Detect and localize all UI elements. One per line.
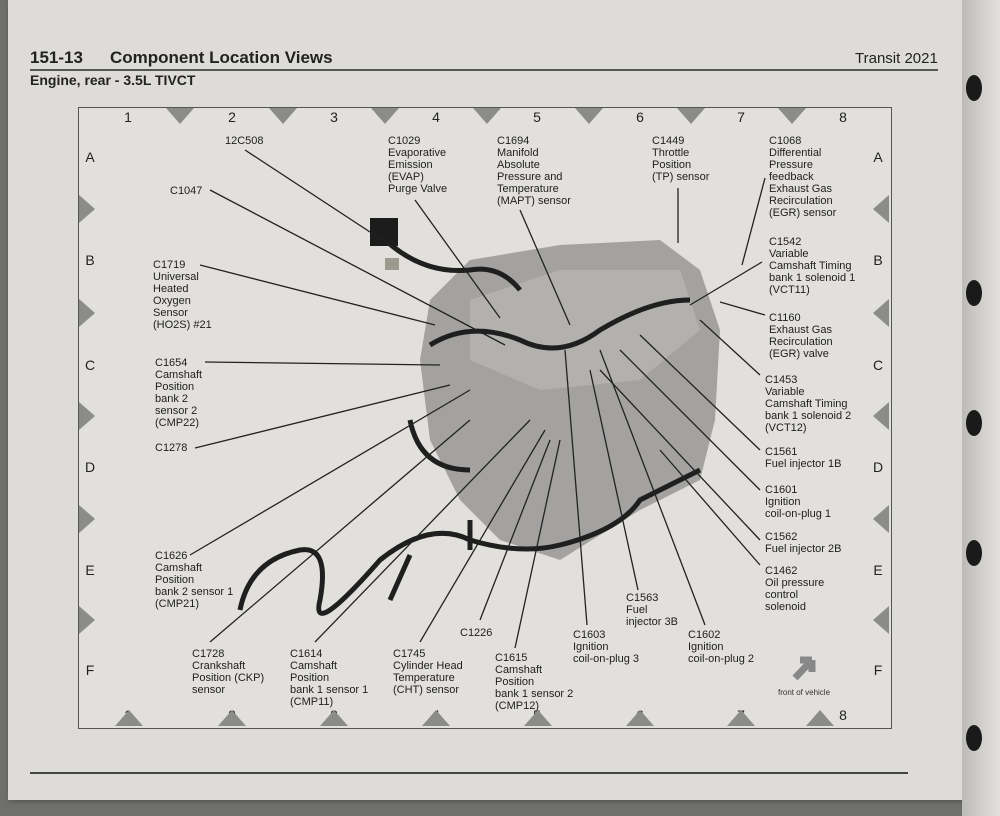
grid-marker-left [79, 195, 95, 223]
callout-c1654: C1654 Camshaft Position bank 2 sensor 2 … [155, 357, 203, 429]
callout-c1462: C1462 Oil pressure control solenoid [765, 565, 825, 613]
callout-c1029: C1029 Evaporative Emission (EVAP) Purge … [388, 135, 448, 195]
row-letter-left: E [85, 562, 95, 578]
row-letter-left: F [85, 662, 95, 678]
callout-c1719: C1719 Universal Heated Oxygen Sensor (HO… [153, 259, 212, 331]
callout-c1542: C1542 Variable Camshaft Timing bank 1 so… [769, 236, 856, 296]
callout-c1047: C1047 [170, 185, 203, 197]
grid-marker-bottom [626, 710, 654, 726]
header-rule [30, 69, 938, 71]
callout-c1626: C1626 Camshaft Position bank 2 sensor 1 … [155, 550, 234, 610]
callout-c1068: C1068 Differential Pressure feedback Exh… [769, 135, 837, 219]
column-number-top: 4 [432, 109, 440, 125]
callout-c1602: C1602 Ignition coil-on-plug 2 [688, 629, 755, 665]
callout-c1449: C1449 Throttle Position (TP) sensor [652, 135, 710, 183]
footer-rule [30, 772, 908, 774]
grid-marker-top [269, 108, 297, 124]
front-arrow-icon [792, 656, 816, 681]
grid-marker-bottom [218, 710, 246, 726]
column-number-top: 2 [228, 109, 236, 125]
grid-marker-top [778, 108, 806, 124]
page-edge [962, 0, 1000, 816]
row-letter-right: A [873, 149, 883, 165]
row-letter-right: E [873, 562, 883, 578]
row-letter-right: F [873, 662, 883, 678]
grid-marker-top [371, 108, 399, 124]
callout-c1728: C1728 Crankshaft Position (CKP) sensor [192, 648, 265, 696]
row-letter-left: D [84, 459, 96, 475]
callout-c1614: C1614 Camshaft Position bank 1 sensor 1 … [290, 648, 369, 708]
grid-marker-right [873, 505, 889, 533]
column-number-top: 8 [839, 109, 847, 125]
callout-c1561: C1561 Fuel injector 1B [765, 446, 842, 470]
page-title: Component Location Views [110, 48, 333, 67]
grid-marker-top [166, 108, 194, 124]
engine-body [420, 240, 720, 560]
row-letter-left: C [84, 357, 96, 373]
grid-marker-top [575, 108, 603, 124]
binder-hole [966, 280, 982, 306]
column-number-top: 3 [330, 109, 338, 125]
section-number: 151-13 [30, 48, 83, 67]
callout-12c508: 12C508 [225, 135, 264, 147]
grid-marker-left [79, 402, 95, 430]
row-letter-left: A [85, 149, 95, 165]
grid-marker-bottom [524, 710, 552, 726]
callout-c1226: C1226 [460, 627, 493, 639]
grid-marker-bottom [320, 710, 348, 726]
callout-c1278: C1278 [155, 442, 188, 454]
grid-marker-bottom [806, 710, 834, 726]
binder-hole [966, 75, 982, 101]
grid-marker-top [677, 108, 705, 124]
grid-marker-left [79, 606, 95, 634]
grid-marker-bottom [727, 710, 755, 726]
callout-c1160: C1160 Exhaust Gas Recirculation (EGR) va… [769, 312, 833, 360]
grid-marker-right [873, 299, 889, 327]
column-number-bottom: 8 [839, 707, 847, 723]
row-letter-right: B [873, 252, 883, 268]
callout-c1694: C1694 Manifold Absolute Pressure and Tem… [497, 135, 571, 207]
column-number-top: 7 [737, 109, 745, 125]
callout-c1745: C1745 Cylinder Head Temperature (CHT) se… [393, 648, 463, 696]
callout-c1603: C1603 Ignition coil-on-plug 3 [573, 629, 640, 665]
callout-c1563: C1563 Fuel injector 3B [626, 592, 678, 628]
grid-marker-left [79, 505, 95, 533]
row-letter-left: B [85, 252, 95, 268]
binder-hole [966, 540, 982, 566]
grid-marker-right [873, 195, 889, 223]
grid-marker-right [873, 402, 889, 430]
callout-c1453: C1453 Variable Camshaft Timing bank 1 so… [765, 374, 852, 434]
row-letter-right: D [872, 459, 884, 475]
vehicle-label: Transit 2021 [855, 50, 938, 67]
connector-plug [385, 258, 399, 270]
grid-marker-right [873, 606, 889, 634]
diagram-subtitle: Engine, rear - 3.5L TIVCT [30, 72, 196, 88]
grid-marker-left [79, 299, 95, 327]
callout-c1601: C1601 Ignition coil-on-plug 1 [765, 484, 832, 520]
row-letter-right: C [872, 357, 884, 373]
column-number-top: 1 [124, 109, 132, 125]
callout-c1615: C1615 Camshaft Position bank 1 sensor 2 … [495, 652, 574, 712]
binder-hole [966, 410, 982, 436]
binder-hole [966, 725, 982, 751]
callout-c1562: C1562 Fuel injector 2B [765, 531, 842, 555]
grid-marker-bottom [115, 710, 143, 726]
grid-marker-top [473, 108, 501, 124]
grid-marker-bottom [422, 710, 450, 726]
leader-lines [189, 149, 766, 649]
column-number-top: 6 [636, 109, 644, 125]
column-number-top: 5 [533, 109, 541, 125]
front-of-vehicle-label: front of vehicle [778, 688, 831, 697]
